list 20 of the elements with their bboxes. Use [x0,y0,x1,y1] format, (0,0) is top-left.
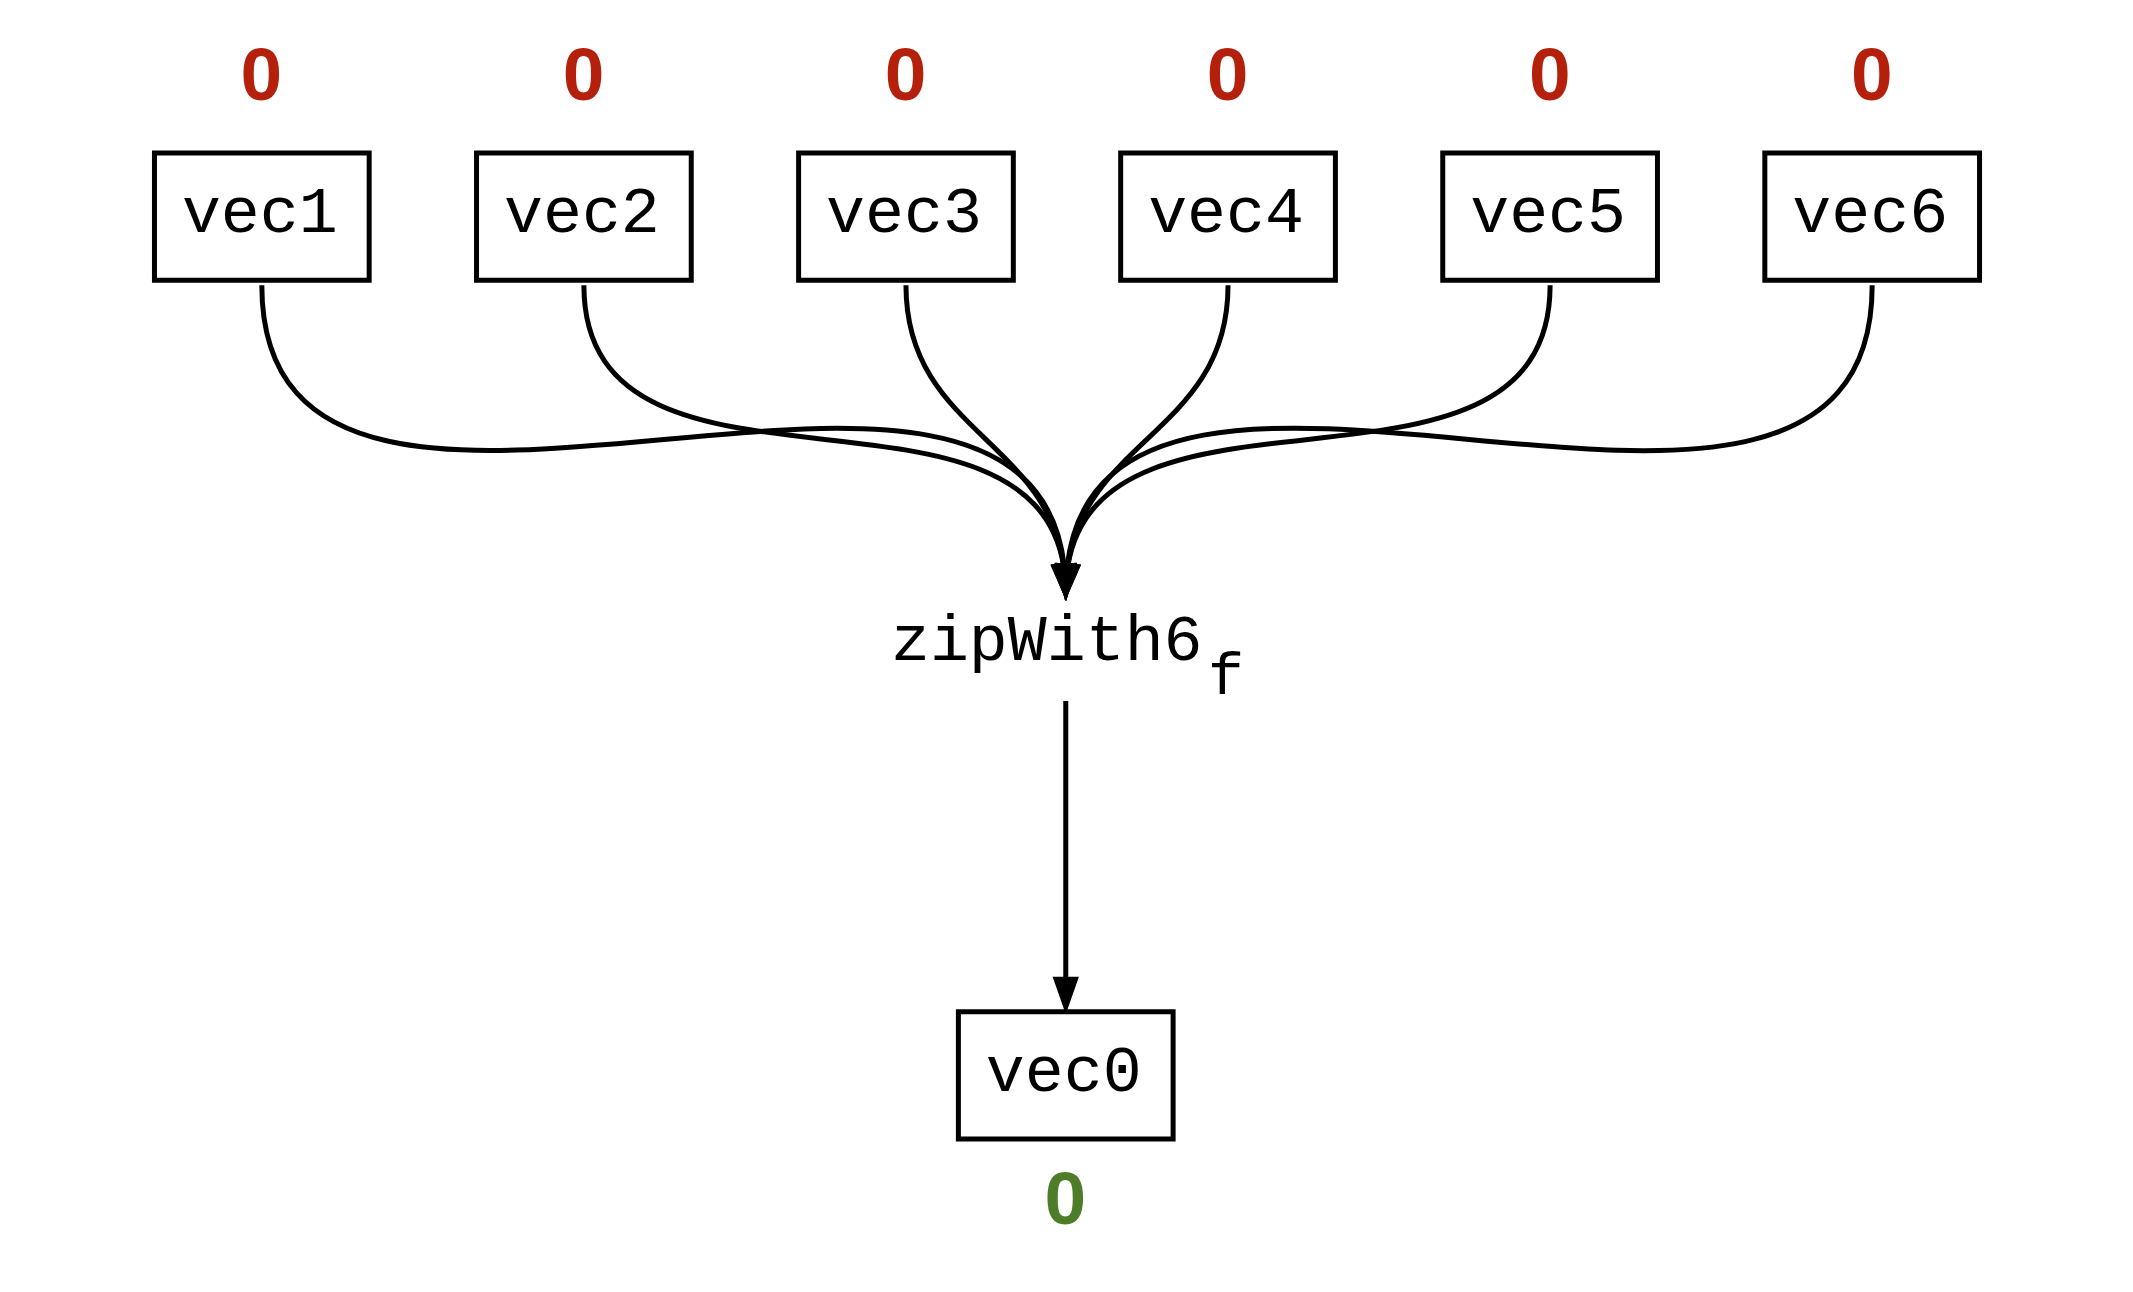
node-label: 0 [1206,32,1248,117]
arrow [1054,284,1553,602]
node-box: vec1 [151,150,372,283]
node-label: 0 [1850,32,1893,117]
node-label: 0 [1528,32,1571,117]
node-box: vec3 [795,150,1016,283]
arrow [1053,284,1875,602]
node-label: 0 [884,32,926,117]
arrow [902,285,1077,602]
arrow [258,284,1077,602]
node-box: vec6 [1761,150,1982,283]
arrow [1054,285,1231,602]
node-label: 0 [1044,1155,1086,1240]
node-box: vec5 [1439,150,1660,283]
node-box: vec2 [473,150,694,283]
node-box: vec0 [955,1009,1176,1142]
node-label: 0 [562,32,604,117]
node-box: vec4 [1117,150,1338,283]
node-label: 0 [240,32,282,117]
arrow [580,284,1077,602]
